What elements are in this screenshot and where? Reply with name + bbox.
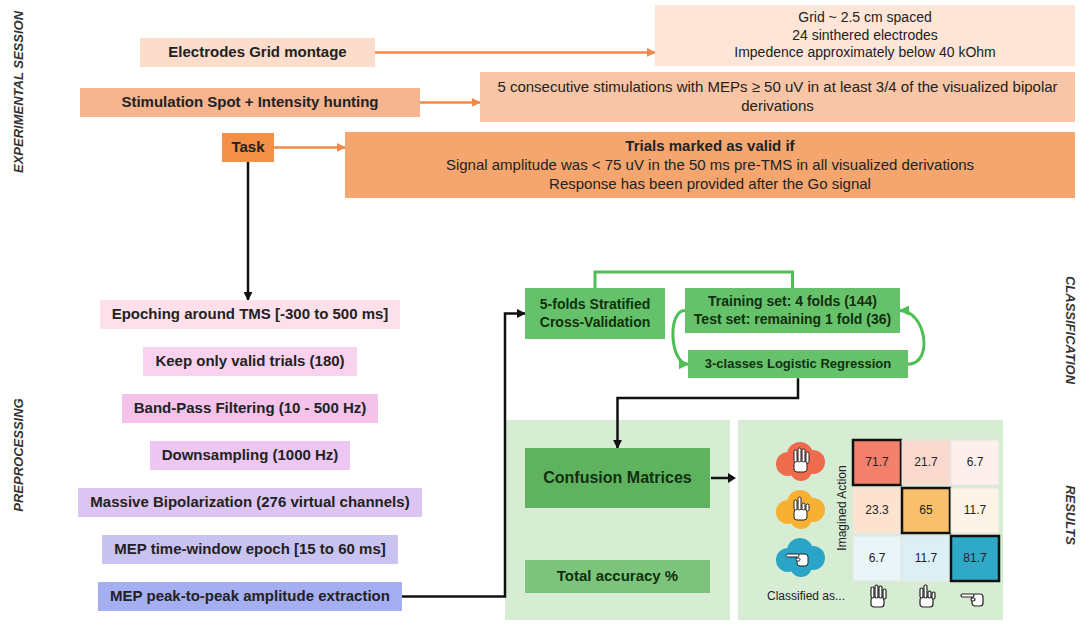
connector — [274, 146, 345, 149]
table-cell: 6.7 — [869, 551, 886, 565]
table-cell: 23.3 — [865, 503, 888, 517]
results-panel — [738, 420, 1003, 620]
process-step: Band-Pass Filtering (10 - 500 Hz) — [122, 394, 379, 423]
box-text: Keep only valid trials (180) — [155, 352, 344, 371]
table-cell: 6.7 — [967, 455, 984, 469]
imagined-action-icon — [776, 442, 825, 481]
table-cell: 11.7 — [964, 503, 986, 517]
results-panel — [505, 420, 730, 620]
panel-arrow — [711, 473, 736, 483]
connector — [618, 378, 799, 448]
box-text: 3-classes Logistic Regression — [694, 356, 902, 372]
process-step: Massive Bipolarization (276 virtual chan… — [78, 488, 421, 517]
box-text: Impedence approximately below 40 kOhm — [663, 44, 1067, 62]
process-box: Training set: 4 folds (144)Test set: rem… — [685, 288, 900, 333]
table-cell: 71.7 — [865, 455, 888, 469]
box-text: 5 consecutive stimulations with MEPs ≥ 5… — [490, 78, 1065, 116]
process-box: Stimulation Spot + Intensity hunting — [80, 88, 420, 117]
box-text: Stimulation Spot + Intensity hunting — [86, 93, 414, 112]
result-box: Confusion Matrices — [525, 448, 710, 508]
box-text: Task — [226, 138, 270, 157]
classified-as-icon — [871, 585, 983, 607]
box-text: MEP time-window epoch [15 to 60 ms] — [114, 540, 385, 559]
box-text: Grid ~ 2.5 cm spaced — [663, 9, 1067, 27]
process-step: Keep only valid trials (180) — [143, 347, 356, 376]
axis-label: Imagined Action — [835, 465, 849, 550]
note-box: 5 consecutive stimulations with MEPs ≥ 5… — [480, 72, 1075, 122]
box-text: 24 sinthered electrodes — [663, 27, 1067, 45]
section-label: RESULTS — [1063, 485, 1078, 545]
box-text: 5-folds Stratified Cross-Validation — [531, 296, 659, 331]
process-step: MEP time-window epoch [15 to 60 ms] — [102, 535, 397, 564]
process-step: Downsampling (1000 Hz) — [150, 441, 351, 470]
box-text: Downsampling (1000 Hz) — [162, 446, 339, 465]
table-cell: 11.7 — [915, 551, 937, 565]
section-label: PREPROCESSING — [11, 398, 26, 511]
section-label: EXPERIMENTAL SESSION — [11, 11, 26, 173]
axis-label: Classified as... — [767, 589, 845, 603]
process-box: 3-classes Logistic Regression — [688, 350, 908, 378]
box-text: Training set: 4 folds (144) — [691, 293, 894, 311]
imagined-action-icon — [776, 538, 825, 577]
process-step: Epoching around TMS [-300 to 500 ms] — [100, 300, 401, 329]
note-box: Grid ~ 2.5 cm spaced24 sinthered electro… — [655, 5, 1075, 66]
connector — [420, 101, 480, 104]
box-text: Electrodes Grid montage — [146, 43, 369, 62]
box-text: Band-Pass Filtering (10 - 500 Hz) — [134, 399, 367, 418]
connector — [247, 162, 250, 300]
box-text: Massive Bipolarization (276 virtual chan… — [90, 493, 409, 512]
connector — [595, 272, 793, 288]
confusion-matrix — [853, 440, 999, 581]
box-text: Signal amplitude was < 75 uV in the 50 m… — [355, 156, 1065, 175]
box-text: Epoching around TMS [-300 to 500 ms] — [112, 305, 389, 324]
table-cell: 21.7 — [914, 455, 937, 469]
table-cell: 65 — [919, 503, 932, 517]
box-text: Confusion Matrices — [533, 468, 702, 488]
process-step: MEP peak-to-peak amplitude extraction — [98, 582, 402, 611]
box-text: MEP peak-to-peak amplitude extraction — [110, 587, 390, 606]
section-label: CLASSIFICATION — [1063, 276, 1078, 384]
box-text: Response has been provided after the Go … — [355, 175, 1065, 194]
result-box: Total accuracy % — [525, 560, 710, 593]
imagined-action-icon — [776, 490, 825, 529]
process-box: Task — [222, 133, 274, 162]
box-text: Total accuracy % — [533, 567, 702, 586]
process-box: Electrodes Grid montage — [140, 38, 375, 67]
box-heading: Trials marked as valid if — [355, 137, 1065, 156]
note-box: Trials marked as valid ifSignal amplitud… — [345, 132, 1075, 198]
connector — [402, 314, 525, 597]
connector — [375, 51, 655, 54]
process-box: 5-folds Stratified Cross-Validation — [525, 288, 665, 339]
box-text: Test set: remaining 1 fold (36) — [691, 311, 894, 329]
table-cell: 81.7 — [963, 551, 986, 565]
